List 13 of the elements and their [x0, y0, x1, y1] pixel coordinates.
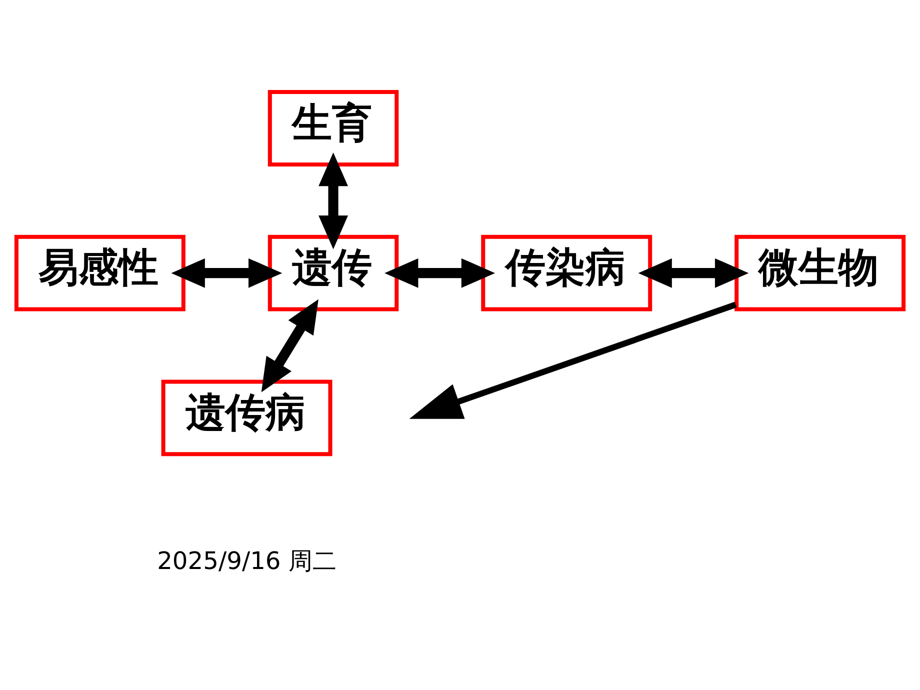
node-box: 生育 — [268, 90, 399, 166]
arrow — [171, 258, 282, 288]
node-box: 微生物 — [734, 234, 906, 311]
node-box: 传染病 — [481, 234, 652, 311]
arrow — [384, 258, 496, 288]
node-box: 遗传 — [268, 234, 399, 311]
arrow — [318, 152, 348, 249]
node-box: 遗传病 — [161, 379, 332, 456]
label: 2025/9/16 周二 — [157, 546, 336, 574]
arrow — [638, 258, 749, 288]
arrow — [409, 301, 737, 418]
node-box: 易感性 — [14, 234, 186, 311]
arrow — [261, 298, 318, 392]
